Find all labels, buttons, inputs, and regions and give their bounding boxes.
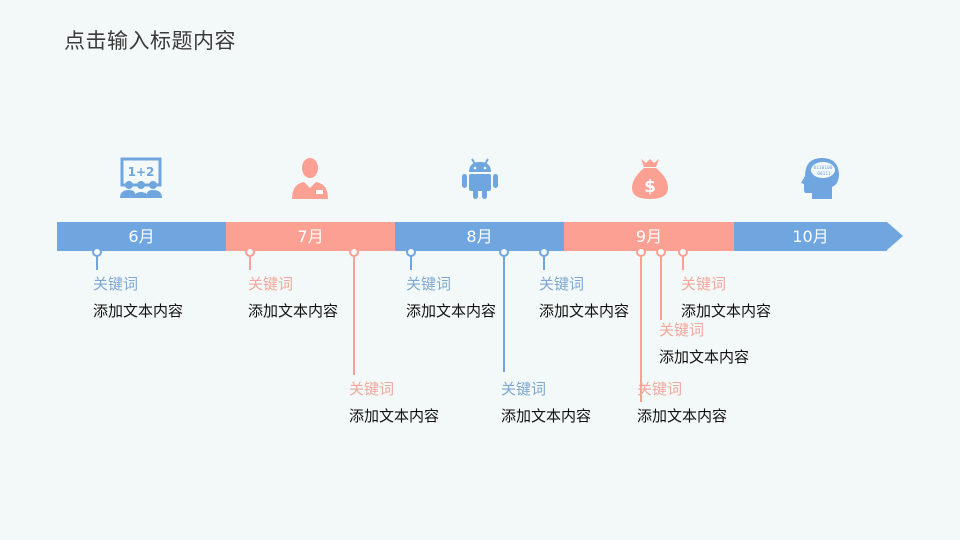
event-pin-dot xyxy=(349,247,359,257)
brain-head-icon: 0110100 00111 xyxy=(798,156,842,200)
timeline-segment-sep: 9月 xyxy=(564,222,734,251)
event-text: 添加文本内容 xyxy=(248,302,339,320)
event-pin-dot xyxy=(406,247,416,257)
event-keyword: 关键词 xyxy=(659,321,705,339)
event-pin-line xyxy=(660,251,662,320)
event-text: 添加文本内容 xyxy=(539,302,630,320)
event-text: 添加文本内容 xyxy=(93,302,184,320)
event-keyword: 关键词 xyxy=(637,380,683,398)
event-keyword: 关键词 xyxy=(681,275,727,293)
event-pin-line xyxy=(640,251,642,402)
timeline-segment-oct: 10月 xyxy=(734,222,887,251)
classroom-icon: 1+2 xyxy=(119,156,163,200)
event-pin-dot xyxy=(656,247,666,257)
event-text: 添加文本内容 xyxy=(681,302,772,320)
page-title: 点击输入标题内容 xyxy=(64,29,236,53)
svg-text:1+2: 1+2 xyxy=(128,165,155,179)
timeline-arrow-head xyxy=(887,222,903,250)
timeline-segment-jun: 6月 xyxy=(57,222,226,251)
event-keyword: 关键词 xyxy=(248,275,294,293)
money-bag-icon: $ xyxy=(628,156,672,200)
event-text: 添加文本内容 xyxy=(637,407,728,425)
event-pin-dot xyxy=(636,247,646,257)
svg-text:00111: 00111 xyxy=(817,171,831,177)
svg-text:$: $ xyxy=(644,177,656,197)
event-text: 添加文本内容 xyxy=(659,348,750,366)
event-pin-line xyxy=(353,251,355,375)
event-keyword: 关键词 xyxy=(539,275,585,293)
event-text: 添加文本内容 xyxy=(501,407,592,425)
event-pin-dot xyxy=(678,247,688,257)
svg-text:0110100: 0110100 xyxy=(814,165,833,171)
event-pin-line xyxy=(249,251,251,270)
event-keyword: 关键词 xyxy=(406,275,452,293)
event-pin-dot xyxy=(539,247,549,257)
event-text: 添加文本内容 xyxy=(349,407,440,425)
event-pin-dot xyxy=(499,247,509,257)
event-keyword: 关键词 xyxy=(93,275,139,293)
event-pin-line xyxy=(96,251,98,270)
businessman-icon xyxy=(288,156,332,200)
event-keyword: 关键词 xyxy=(501,380,547,398)
timeline-segment-jul: 7月 xyxy=(226,222,395,251)
event-keyword: 关键词 xyxy=(349,380,395,398)
android-icon xyxy=(458,156,502,200)
event-pin-line xyxy=(682,251,684,270)
event-pin-line xyxy=(543,251,545,270)
event-text: 添加文本内容 xyxy=(406,302,497,320)
event-pin-dot xyxy=(92,247,102,257)
event-pin-line xyxy=(410,251,412,270)
event-pin-dot xyxy=(245,247,255,257)
event-pin-line xyxy=(503,251,505,372)
timeline-segment-aug: 8月 xyxy=(395,222,564,251)
